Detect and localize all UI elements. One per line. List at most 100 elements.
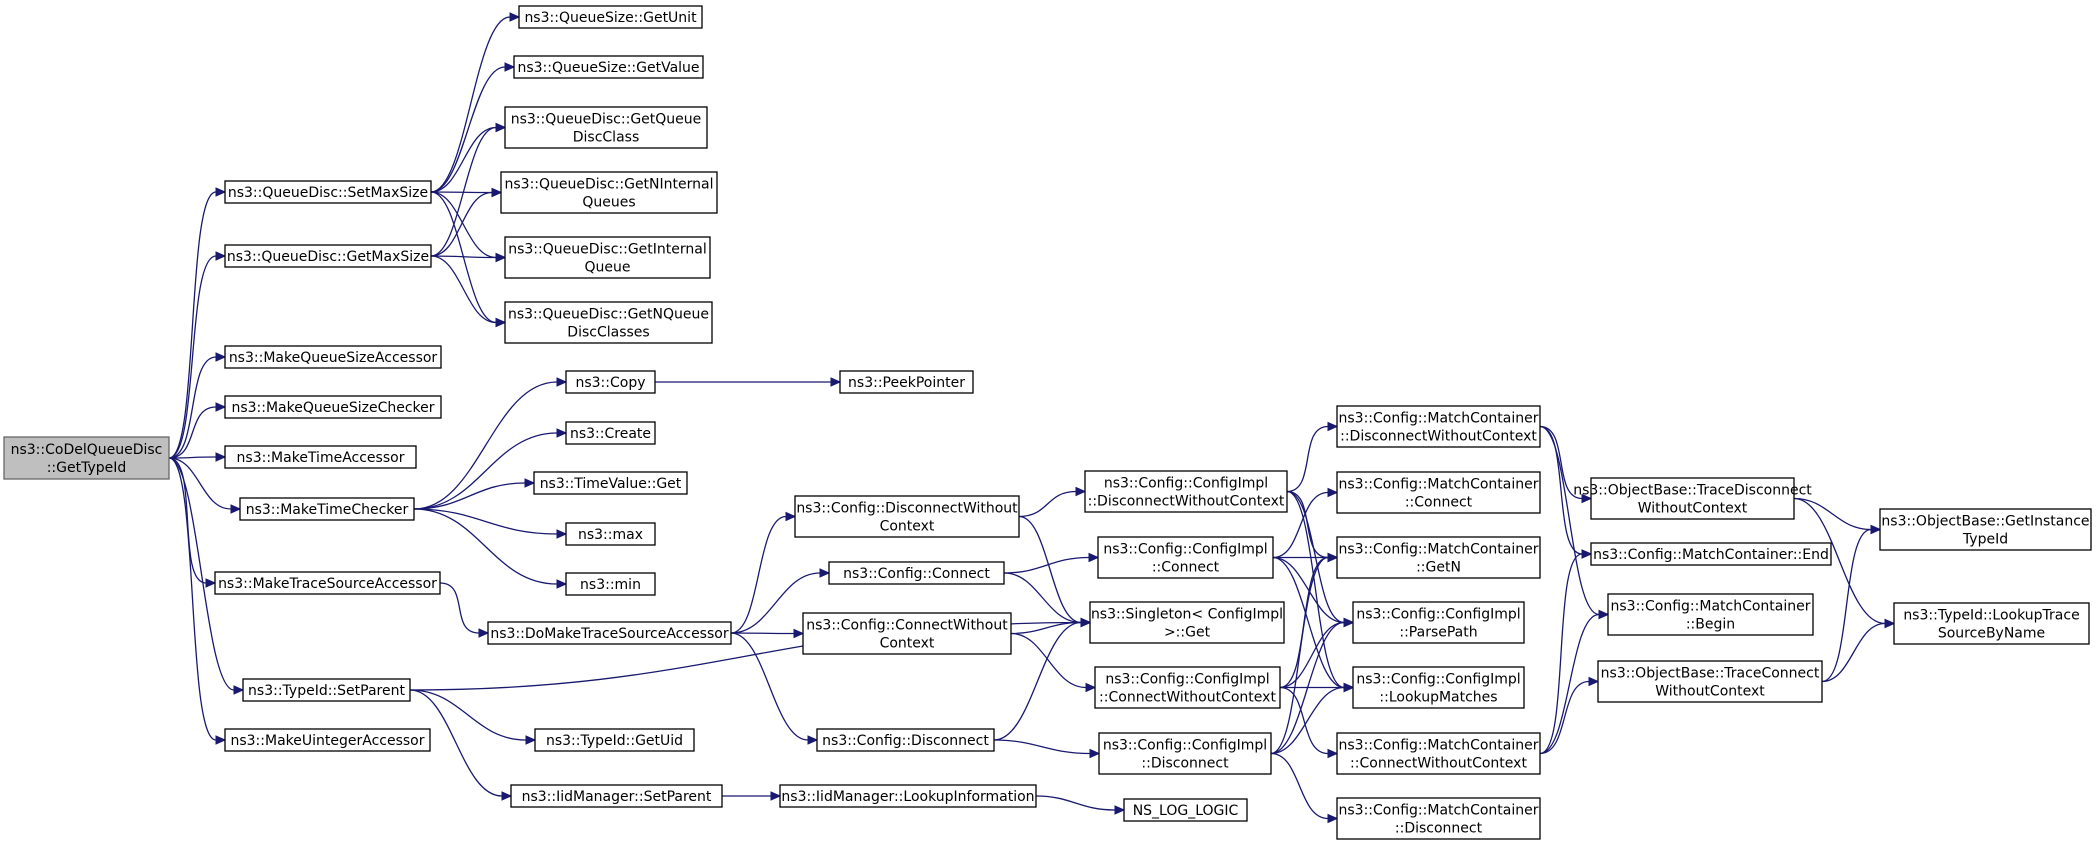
edge-n0-n5 — [168, 452, 227, 462]
node-label: ns3::Config::Connect — [843, 566, 990, 582]
node-n1[interactable]: ns3::QueueDisc::SetMaxSize — [224, 180, 432, 204]
node-n29[interactable]: ns3::IidManager::LookupInformation — [779, 784, 1037, 808]
node-n36[interactable]: ns3::Config::MatchContainer::DisconnectW… — [1336, 405, 1541, 448]
node-box — [533, 471, 688, 495]
edge-n24-n33 — [1003, 572, 1092, 628]
node-n44[interactable]: ns3::Config::MatchContainer::End — [1590, 542, 1832, 566]
node-label: ns3::Config::MatchContainer — [1339, 411, 1539, 427]
edge-arrowhead — [1327, 421, 1339, 432]
node-n28[interactable]: ns3::IidManager::SetParent — [510, 784, 723, 808]
node-n33[interactable]: ns3::Singleton< ConfigImpl >::Get — [1089, 601, 1285, 644]
node-n7[interactable]: ns3::MakeTraceSourceAccessor — [214, 571, 441, 595]
node-n42[interactable]: ns3::Config::MatchContainer::Disconnect — [1336, 797, 1541, 840]
edge-arrowhead — [1343, 682, 1355, 693]
node-n4[interactable]: ns3::MakeQueueSizeChecker — [224, 395, 442, 419]
node-n45[interactable]: ns3::Config::MatchContainer::Begin — [1607, 593, 1814, 636]
node-n9[interactable]: ns3::MakeUintegerAccessor — [224, 728, 431, 752]
node-label: Queues — [582, 195, 635, 211]
edge-line — [1270, 621, 1345, 755]
node-label: ns3::TimeValue::Get — [540, 476, 682, 492]
edge-n2-n14 — [430, 252, 507, 263]
edge-line — [1539, 425, 1600, 616]
node-n31[interactable]: ns3::Config::ConfigImpl::DisconnectWitho… — [1084, 470, 1288, 513]
node-n22[interactable]: ns3::DoMakeTraceSourceAccessor — [487, 621, 732, 645]
node-n0[interactable]: ns3::CoDelQueueDisc::GetTypeId — [3, 436, 170, 480]
node-label: Context — [880, 636, 935, 652]
node-n38[interactable]: ns3::Config::MatchContainer::GetN — [1336, 536, 1541, 579]
node-n25[interactable]: ns3::Config::ConnectWithoutContext — [802, 612, 1012, 655]
node-n5[interactable]: ns3::MakeTimeAccessor — [224, 445, 417, 469]
node-n27[interactable]: ns3::TypeId::GetUid — [534, 728, 695, 752]
node-n23[interactable]: ns3::Config::DisconnectWithoutContext — [794, 495, 1020, 538]
node-n16[interactable]: ns3::Copy — [565, 370, 656, 394]
node-n26[interactable]: ns3::Config::Disconnect — [816, 728, 995, 752]
node-box — [1123, 798, 1248, 822]
node-label: ns3::IidManager::LookupInformation — [781, 789, 1034, 805]
edge-arrowhead — [495, 252, 507, 263]
edge-n0-n2 — [168, 251, 227, 459]
node-n8[interactable]: ns3::TypeId::SetParent — [242, 678, 411, 702]
edge-n36-n45 — [1539, 425, 1610, 620]
node-n37[interactable]: ns3::Config::MatchContainer::Connect — [1336, 471, 1541, 514]
edge-n46-n47 — [1821, 524, 1882, 683]
node-box — [214, 571, 441, 595]
edge-n46-n48 — [1821, 618, 1896, 683]
node-label: ns3::Config::ConfigImpl — [1356, 607, 1520, 623]
edge-line — [1793, 497, 1886, 625]
edge-line — [430, 255, 497, 324]
node-n20[interactable]: ns3::min — [565, 572, 656, 596]
node-n24[interactable]: ns3::Config::Connect — [828, 561, 1005, 585]
node-label: ns3::QueueDisc::GetInternal — [508, 242, 707, 258]
node-n3[interactable]: ns3::MakeQueueSizeAccessor — [224, 345, 442, 369]
node-label: ns3::Config::MatchContainer — [1339, 542, 1539, 558]
node-n35[interactable]: ns3::Config::ConfigImpl::Disconnect — [1098, 732, 1272, 775]
node-label: ::Connect — [1152, 560, 1220, 576]
edge-line — [409, 689, 527, 741]
node-n30[interactable]: NS_LOG_LOGIC — [1123, 798, 1248, 822]
node-box — [224, 395, 442, 419]
edge-arrowhead — [1588, 676, 1600, 687]
edge-line — [1279, 686, 1329, 755]
node-n40[interactable]: ns3::Config::ConfigImpl::LookupMatches — [1352, 666, 1525, 709]
edge-arrowhead — [215, 452, 227, 462]
node-n11[interactable]: ns3::QueueSize::GetValue — [513, 55, 704, 79]
edge-n26-n35 — [993, 739, 1101, 759]
node-n39[interactable]: ns3::Config::ConfigImpl::ParsePath — [1352, 601, 1525, 644]
edge-n0-n8 — [168, 457, 245, 695]
node-n17[interactable]: ns3::Create — [565, 421, 656, 445]
node-n46[interactable]: ns3::ObjectBase::TraceConnectWithoutCont… — [1597, 660, 1823, 703]
node-n32[interactable]: ns3::Config::ConfigImpl::Connect — [1097, 536, 1274, 579]
edge-line — [168, 457, 217, 741]
node-n21[interactable]: ns3::PeekPointer — [839, 370, 974, 394]
edge-line — [730, 515, 787, 634]
node-n6[interactable]: ns3::MakeTimeChecker — [239, 497, 415, 521]
edge-line — [430, 255, 497, 259]
edge-line — [409, 689, 503, 797]
node-n2[interactable]: ns3::QueueDisc::GetMaxSize — [224, 244, 432, 268]
node-box — [224, 244, 432, 268]
node-n43[interactable]: ns3::ObjectBase::TraceDisconnectWithoutC… — [1573, 477, 1812, 520]
node-label: ns3::QueueDisc::GetNInternal — [505, 177, 714, 193]
node-box — [1590, 542, 1832, 566]
nodes-layer: ns3::CoDelQueueDisc::GetTypeId ns3::Queue… — [3, 5, 2092, 840]
edge-arrowhead — [1114, 805, 1126, 815]
node-label: ns3::TypeId::SetParent — [248, 683, 405, 699]
node-box — [1084, 470, 1288, 513]
node-n19[interactable]: ns3::max — [565, 522, 656, 546]
node-n18[interactable]: ns3::TimeValue::Get — [533, 471, 688, 495]
edge-n0-n7 — [168, 457, 217, 588]
edge-arrowhead — [556, 529, 568, 539]
edge-line — [413, 432, 558, 510]
node-n10[interactable]: ns3::QueueSize::GetUnit — [518, 5, 703, 29]
edge-arrowhead — [1075, 486, 1087, 497]
node-n34[interactable]: ns3::Config::ConfigImpl::ConnectWithoutC… — [1094, 666, 1281, 709]
node-n41[interactable]: ns3::Config::MatchContainer::ConnectWith… — [1336, 732, 1541, 775]
node-box — [1094, 666, 1281, 709]
